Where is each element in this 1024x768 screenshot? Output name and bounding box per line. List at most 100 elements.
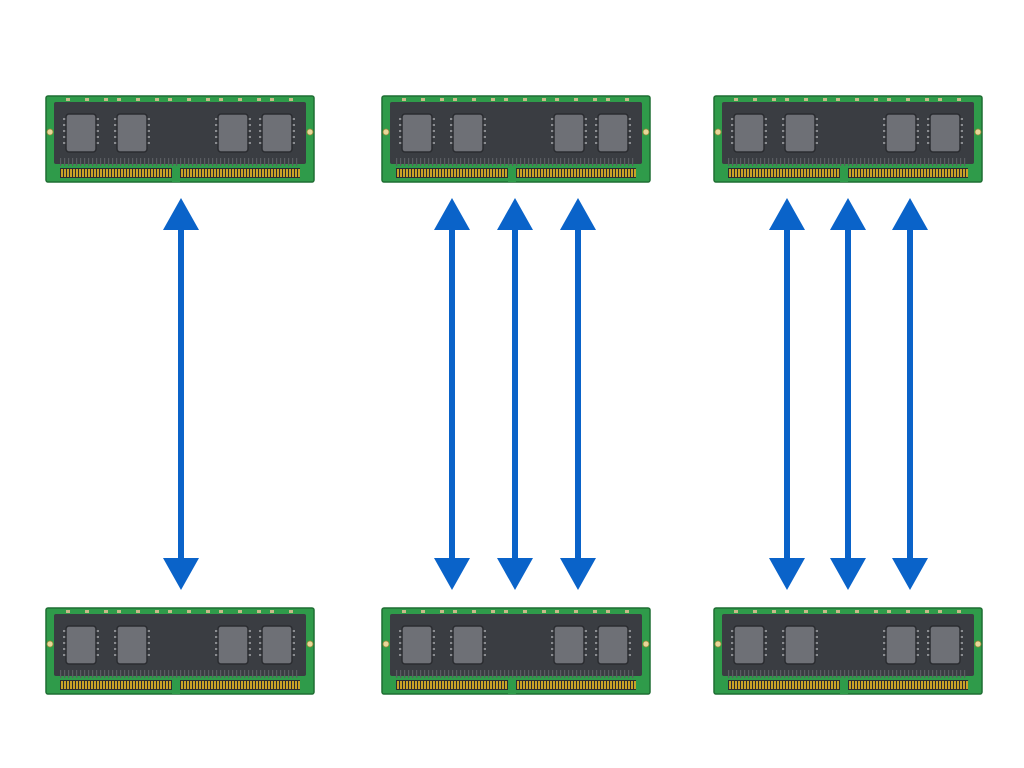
chip-pin xyxy=(114,630,117,632)
gold-contact xyxy=(412,169,414,177)
chip-pin xyxy=(63,136,66,138)
gold-contact xyxy=(580,169,582,177)
trace-line xyxy=(848,670,850,678)
gold-contact xyxy=(202,169,204,177)
chip-pin xyxy=(764,142,767,144)
arrow-head-up xyxy=(769,198,805,230)
gold-contact xyxy=(607,681,609,689)
gold-contact xyxy=(601,681,603,689)
gold-contact xyxy=(64,169,66,177)
chip-pin xyxy=(764,124,767,126)
chip-pin xyxy=(927,136,930,138)
trace-line xyxy=(604,158,606,166)
gold-contact xyxy=(604,681,606,689)
gold-contact xyxy=(88,681,90,689)
trace-line xyxy=(828,158,830,166)
trace-line xyxy=(416,670,418,678)
trace-line xyxy=(232,158,234,166)
gold-contact xyxy=(274,169,276,177)
gold-contact xyxy=(954,169,956,177)
mount-hole-left xyxy=(714,128,722,136)
gold-contact xyxy=(625,681,627,689)
gold-contact xyxy=(487,681,489,689)
trace-line xyxy=(468,670,470,678)
chip-pin xyxy=(96,136,99,138)
chip-pin xyxy=(551,654,554,656)
gold-contact xyxy=(634,681,636,689)
trace-line xyxy=(136,670,138,678)
chip-pin xyxy=(927,648,930,650)
gold-contact xyxy=(268,169,270,177)
gold-contact xyxy=(190,681,192,689)
mount-hole-left xyxy=(382,128,390,136)
chip-pin xyxy=(927,124,930,126)
gold-contact xyxy=(271,169,273,177)
trace-line xyxy=(940,670,942,678)
gold-contact xyxy=(277,681,279,689)
trace-line xyxy=(264,670,266,678)
chip-pin xyxy=(399,636,402,638)
trace-line xyxy=(860,158,862,166)
gold-contact xyxy=(439,681,441,689)
gold-contact xyxy=(807,681,809,689)
trace-line xyxy=(920,670,922,678)
gold-contact xyxy=(76,169,78,177)
gold-contact xyxy=(801,681,803,689)
arrow-head-down xyxy=(560,558,596,590)
trace-line xyxy=(216,670,218,678)
chip-pin xyxy=(883,118,886,120)
chip-pin xyxy=(960,130,963,132)
gold-contact xyxy=(181,681,183,689)
gold-contact xyxy=(747,169,749,177)
gold-contact xyxy=(858,169,860,177)
smd-component xyxy=(593,98,597,101)
trace-line xyxy=(84,670,86,678)
trace-line xyxy=(568,670,570,678)
trace-line xyxy=(164,670,166,678)
memory-chip-4 xyxy=(261,113,293,153)
gold-contact xyxy=(157,169,159,177)
gold-contact xyxy=(463,681,465,689)
gold-contact xyxy=(882,681,884,689)
trace-line xyxy=(280,670,282,678)
chip-pin xyxy=(483,654,486,656)
chip-pin xyxy=(215,654,218,656)
gold-contact xyxy=(586,681,588,689)
gold-contact xyxy=(744,681,746,689)
gold-contact xyxy=(628,169,630,177)
gold-contact xyxy=(214,681,216,689)
chip-pin xyxy=(292,136,295,138)
gold-contact xyxy=(891,169,893,177)
trace-line xyxy=(160,670,162,678)
chip-pin xyxy=(595,118,598,120)
trace-line xyxy=(772,670,774,678)
chip-pin xyxy=(628,648,631,650)
trace-line xyxy=(728,158,730,166)
smd-component xyxy=(472,610,476,613)
key-notch xyxy=(172,678,180,694)
arrow-head-down xyxy=(163,558,199,590)
memory-module-icon xyxy=(713,95,983,183)
trace-line xyxy=(944,158,946,166)
gold-contact xyxy=(777,681,779,689)
gold-contact xyxy=(756,169,758,177)
gold-contact xyxy=(247,681,249,689)
trace-line xyxy=(68,158,70,166)
gold-contact xyxy=(223,681,225,689)
chip-pin xyxy=(731,142,734,144)
memory-chip-3 xyxy=(553,113,585,153)
trace-line xyxy=(752,670,754,678)
chip-pin xyxy=(764,648,767,650)
chip-pin xyxy=(432,648,435,650)
chip-pin xyxy=(114,142,117,144)
memory-chip-2 xyxy=(784,113,816,153)
gold-contact xyxy=(157,681,159,689)
trace-line xyxy=(752,158,754,166)
trace-line xyxy=(736,670,738,678)
gold-contact xyxy=(939,169,941,177)
gold-contact xyxy=(777,169,779,177)
trace-line xyxy=(292,670,294,678)
trace-line xyxy=(864,670,866,678)
gold-contact xyxy=(753,169,755,177)
trace-line xyxy=(460,670,462,678)
